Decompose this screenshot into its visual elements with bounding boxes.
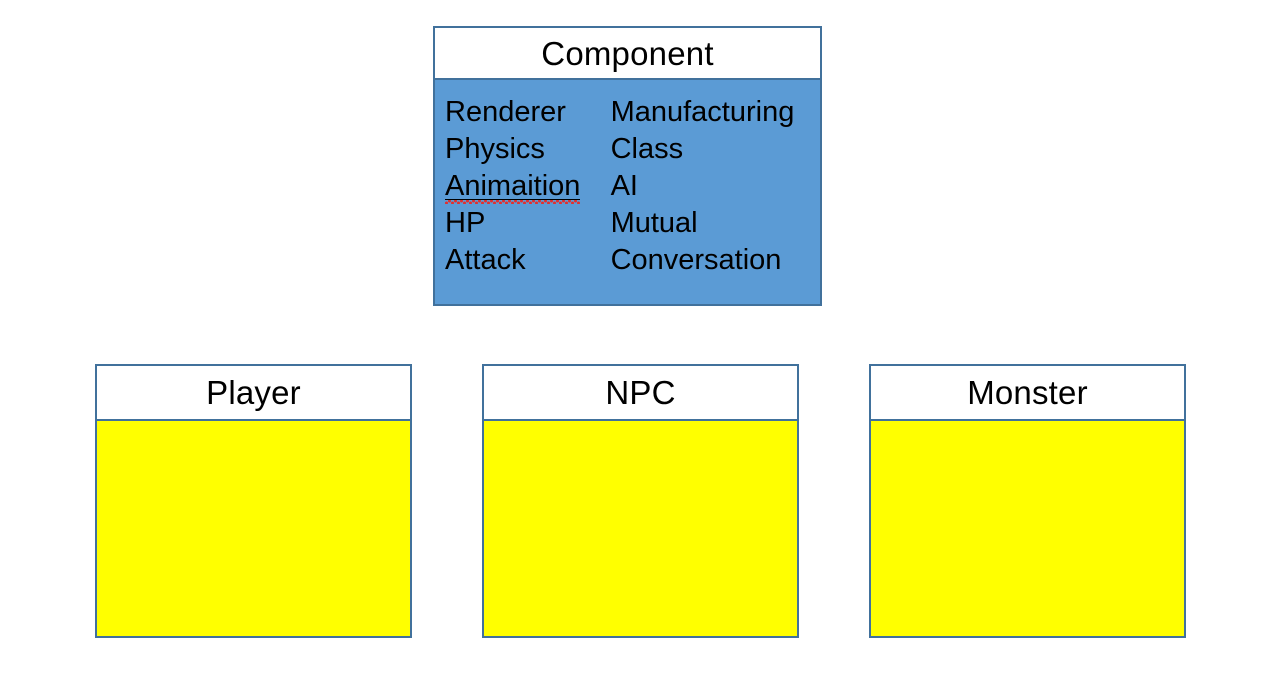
component-attribute-item: Physics bbox=[445, 133, 545, 165]
component-box-body[interactable]: Renderer Physics Animaition HP Attack Ma… bbox=[433, 80, 822, 306]
entity-box-player-header[interactable]: Player bbox=[95, 364, 412, 421]
entity-box-npc-title: NPC bbox=[605, 374, 676, 411]
component-box-header[interactable]: Component bbox=[433, 26, 822, 80]
component-attribute-item: Animaition bbox=[445, 168, 611, 205]
component-attribute-item: AI bbox=[610, 170, 638, 202]
component-attribute-item: Attack bbox=[445, 244, 526, 276]
entity-box-monster-header[interactable]: Monster bbox=[869, 364, 1186, 421]
entity-box-monster[interactable]: Monster bbox=[869, 364, 1186, 638]
component-attribute-item: Renderer bbox=[445, 96, 566, 128]
component-attribute-item: HP bbox=[445, 207, 486, 239]
component-attribute-column-left: Renderer Physics Animaition HP Attack bbox=[435, 94, 611, 304]
component-box-title: Component bbox=[541, 34, 714, 72]
entity-box-npc-body[interactable] bbox=[482, 421, 799, 638]
component-box[interactable]: Component Renderer Physics Animaition HP… bbox=[433, 26, 822, 306]
entity-box-npc-header[interactable]: NPC bbox=[482, 364, 799, 421]
component-attribute-item: Manufacturing bbox=[610, 96, 795, 128]
component-attribute-item: Mutual bbox=[610, 207, 698, 239]
entity-box-npc[interactable]: NPC bbox=[482, 364, 799, 638]
entity-box-monster-title: Monster bbox=[967, 374, 1088, 411]
entity-box-player-body[interactable] bbox=[95, 421, 412, 638]
entity-box-player-title: Player bbox=[206, 374, 301, 411]
component-attribute-item: Conversation bbox=[610, 244, 782, 276]
entity-box-monster-body[interactable] bbox=[869, 421, 1186, 638]
component-attribute-item: Class bbox=[610, 133, 684, 165]
misspelled-word: Animaition bbox=[445, 168, 581, 205]
entity-box-player[interactable]: Player bbox=[95, 364, 412, 638]
component-attribute-column-right: Manufacturing Class AI Mutual Conversati… bbox=[611, 94, 820, 304]
